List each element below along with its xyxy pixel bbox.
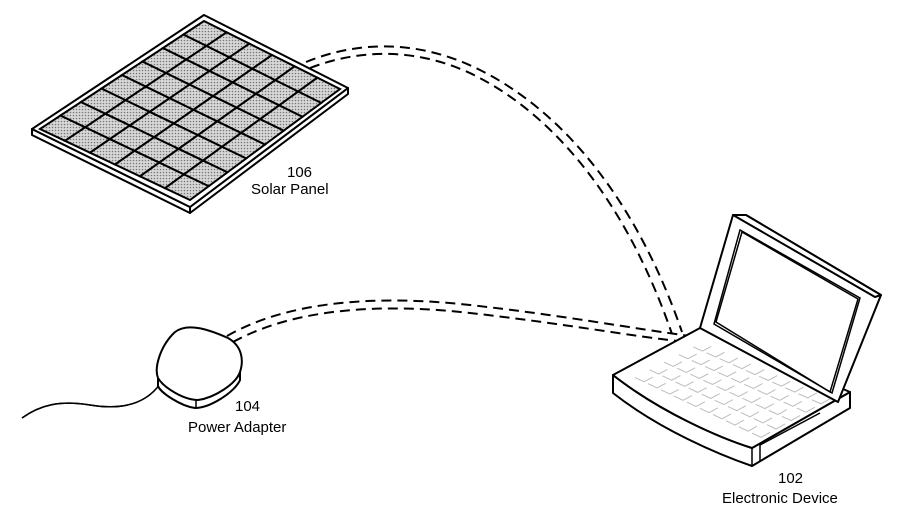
keyboard-key <box>647 382 667 389</box>
keyboard-key <box>691 359 711 366</box>
solar-panel-ref: 106 <box>287 164 312 181</box>
keyboard-key <box>686 401 706 408</box>
keyboard-key <box>725 419 745 426</box>
power-adapter-label: Power Adapter <box>188 419 286 436</box>
keyboard-key <box>757 389 776 395</box>
keyboard-key <box>768 409 788 416</box>
keyboard-key <box>732 363 752 370</box>
keyboard-key <box>634 376 653 383</box>
panel-cells <box>37 19 342 202</box>
keyboard-key <box>717 371 737 378</box>
keyboard-key <box>676 367 696 373</box>
keyboard-key <box>716 385 735 392</box>
keyboard-key <box>781 415 801 422</box>
keyboard-key <box>744 383 763 390</box>
keyboard-key <box>699 407 719 414</box>
keyboard-key <box>673 395 693 401</box>
keyboard-key <box>783 400 803 407</box>
keyboard-key <box>745 369 765 376</box>
keyboard-key <box>675 381 694 387</box>
keyboard-key <box>758 375 778 381</box>
keyboard-key <box>755 403 775 410</box>
electronic-device <box>612 214 882 467</box>
keyboard-key <box>753 417 773 424</box>
solar-panel-label: Solar Panel <box>251 181 329 198</box>
keyboard-key <box>798 392 818 399</box>
keyboard-key <box>811 398 831 405</box>
keyboard-key <box>727 405 747 412</box>
keyboard-key <box>719 357 738 364</box>
electronic-device-ref: 102 <box>778 470 803 487</box>
keyboard-key <box>714 399 733 406</box>
keyboard-key <box>690 373 709 380</box>
keyboard-key <box>751 431 771 438</box>
keyboard-key <box>703 379 722 386</box>
solar-cell <box>296 76 342 105</box>
solar-cable <box>305 45 683 335</box>
keyboard-key <box>796 406 816 413</box>
keyboard-key <box>772 380 791 387</box>
keyboard-key <box>701 393 720 400</box>
keyboard-key <box>649 369 668 375</box>
keyboard-key <box>742 397 761 404</box>
keyboard-key <box>693 346 712 352</box>
keyboard-key <box>706 351 725 358</box>
keyboard-key <box>766 423 786 430</box>
keyboard-key <box>785 386 804 393</box>
keyboard-key <box>712 413 732 420</box>
keyboard-key <box>730 377 750 384</box>
adapter-cable <box>226 299 691 343</box>
keyboard-key <box>678 353 697 360</box>
keyboard-key <box>729 391 748 398</box>
keyboard <box>634 346 831 438</box>
power-adapter <box>21 326 243 419</box>
keyboard-key <box>688 387 707 393</box>
keyboard-key <box>660 388 680 395</box>
solar-panel <box>31 14 349 214</box>
keyboard-key <box>738 425 758 432</box>
keyboard-key <box>740 411 760 418</box>
power-adapter-ref: 104 <box>235 398 260 415</box>
keyboard-key <box>704 365 724 372</box>
keyboard-key <box>663 361 683 367</box>
keyboard-key <box>770 394 789 401</box>
electronic-device-label: Electronic Device <box>722 490 838 507</box>
keyboard-key <box>662 375 681 381</box>
